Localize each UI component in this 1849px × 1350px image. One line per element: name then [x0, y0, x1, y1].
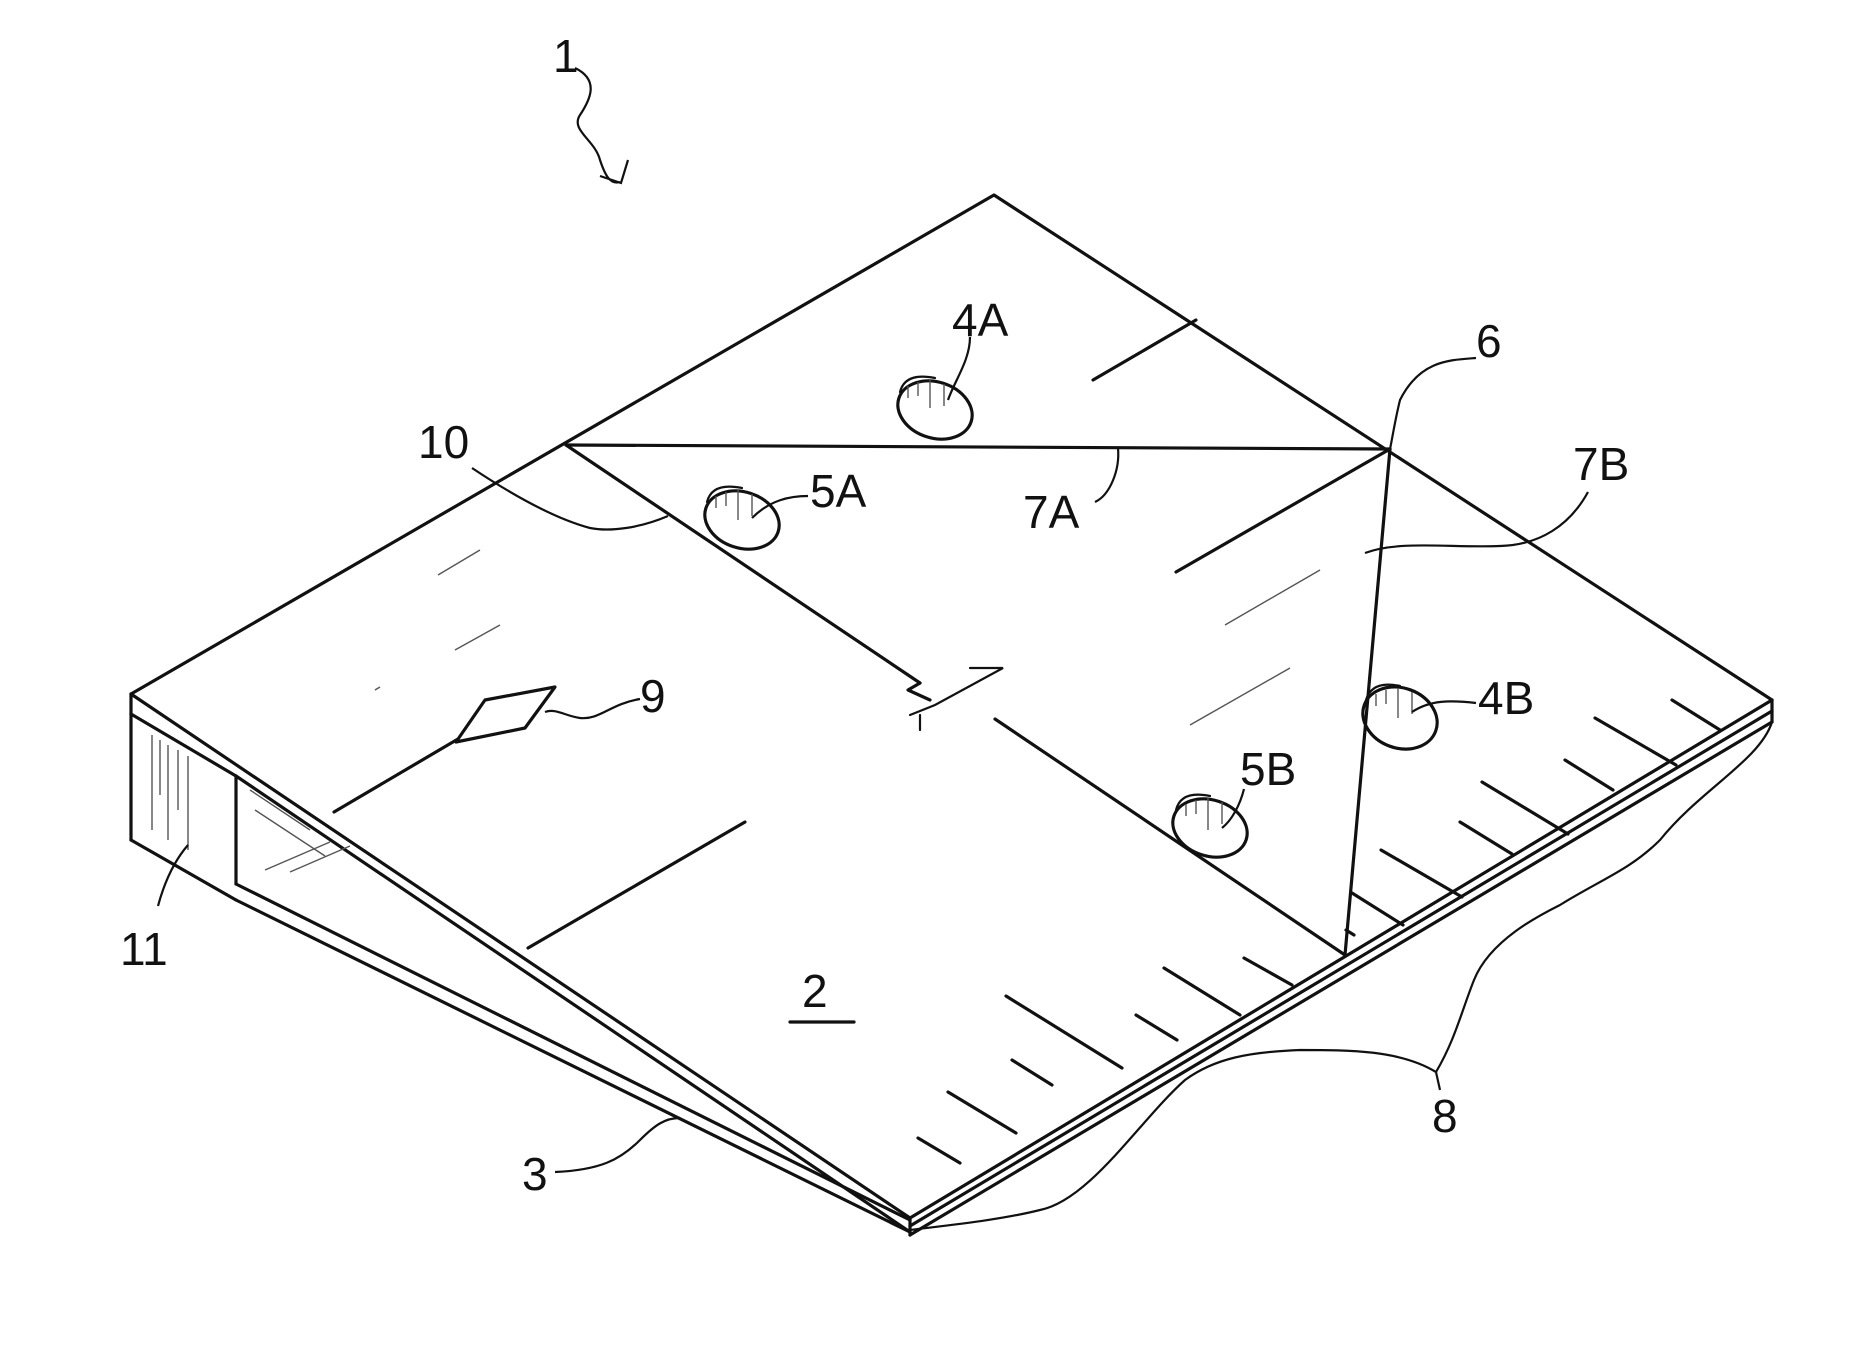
surface-shading	[375, 550, 1320, 725]
internal-lines	[334, 320, 1390, 955]
ruler-ticks	[918, 700, 1720, 1163]
label-4a: 4A	[952, 294, 1009, 346]
marker-diamond	[456, 687, 555, 742]
label-1: 1	[553, 30, 579, 82]
hole-5a-shape	[697, 482, 787, 559]
label-8: 8	[1432, 1090, 1458, 1142]
label-6: 6	[1476, 315, 1502, 367]
label-5b: 5B	[1240, 743, 1296, 795]
label-2: 2	[802, 965, 828, 1017]
label-3: 3	[522, 1148, 548, 1200]
label-7b: 7B	[1573, 438, 1629, 490]
hole-4a-shape	[890, 372, 980, 449]
label-9: 9	[640, 670, 666, 722]
label-10: 10	[418, 416, 469, 468]
label-5a: 5A	[810, 465, 867, 517]
label-11: 11	[120, 923, 168, 975]
label-4b: 4B	[1478, 672, 1534, 724]
leader-lines	[158, 68, 1772, 1230]
reference-labels: 1 4A 6 10 5A 7A 7B 9 4B 5B 11 2 8 3	[120, 30, 1629, 1200]
label-7a: 7A	[1023, 486, 1080, 538]
